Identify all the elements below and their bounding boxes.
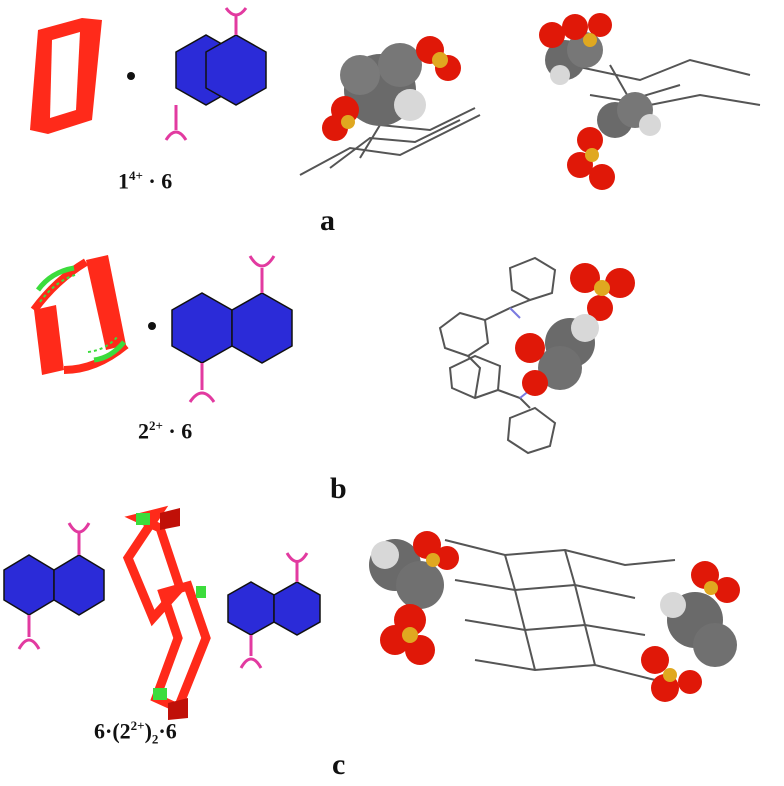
formula-b: 22+ · 6 [138, 418, 193, 444]
formula-c: 6·(22+)2·6 [94, 718, 177, 747]
macrocycle-2-schematic [30, 255, 129, 375]
macrocycle-1-schematic [30, 18, 102, 134]
crystal-structure-a-right [539, 13, 761, 190]
complex-dot [148, 322, 156, 330]
panel-letter-b: b [330, 472, 347, 505]
crystal-structure-b [438, 256, 635, 455]
formula-a: 14+ · 6 [118, 168, 173, 194]
naphthalene-disulfonate-right-icon [227, 552, 321, 669]
naphthalene-disulfonate-icon [171, 255, 293, 403]
panel-letter-a: a [320, 204, 335, 237]
naphthalene-disulfonate-icon [164, 7, 267, 141]
panel-c: 6·(22+)2·6 c [0, 500, 784, 786]
crystal-structure-c [369, 531, 740, 702]
panel-a: 14+ · 6 [0, 0, 784, 240]
macrocycle-dimer-schematic [122, 505, 211, 720]
complex-dot [127, 72, 135, 80]
panel-b: 22+ · 6 b [0, 240, 784, 505]
panel-letter-c: c [332, 748, 346, 781]
crystal-structure-a-left [299, 36, 481, 176]
naphthalene-disulfonate-left-icon [3, 522, 105, 650]
